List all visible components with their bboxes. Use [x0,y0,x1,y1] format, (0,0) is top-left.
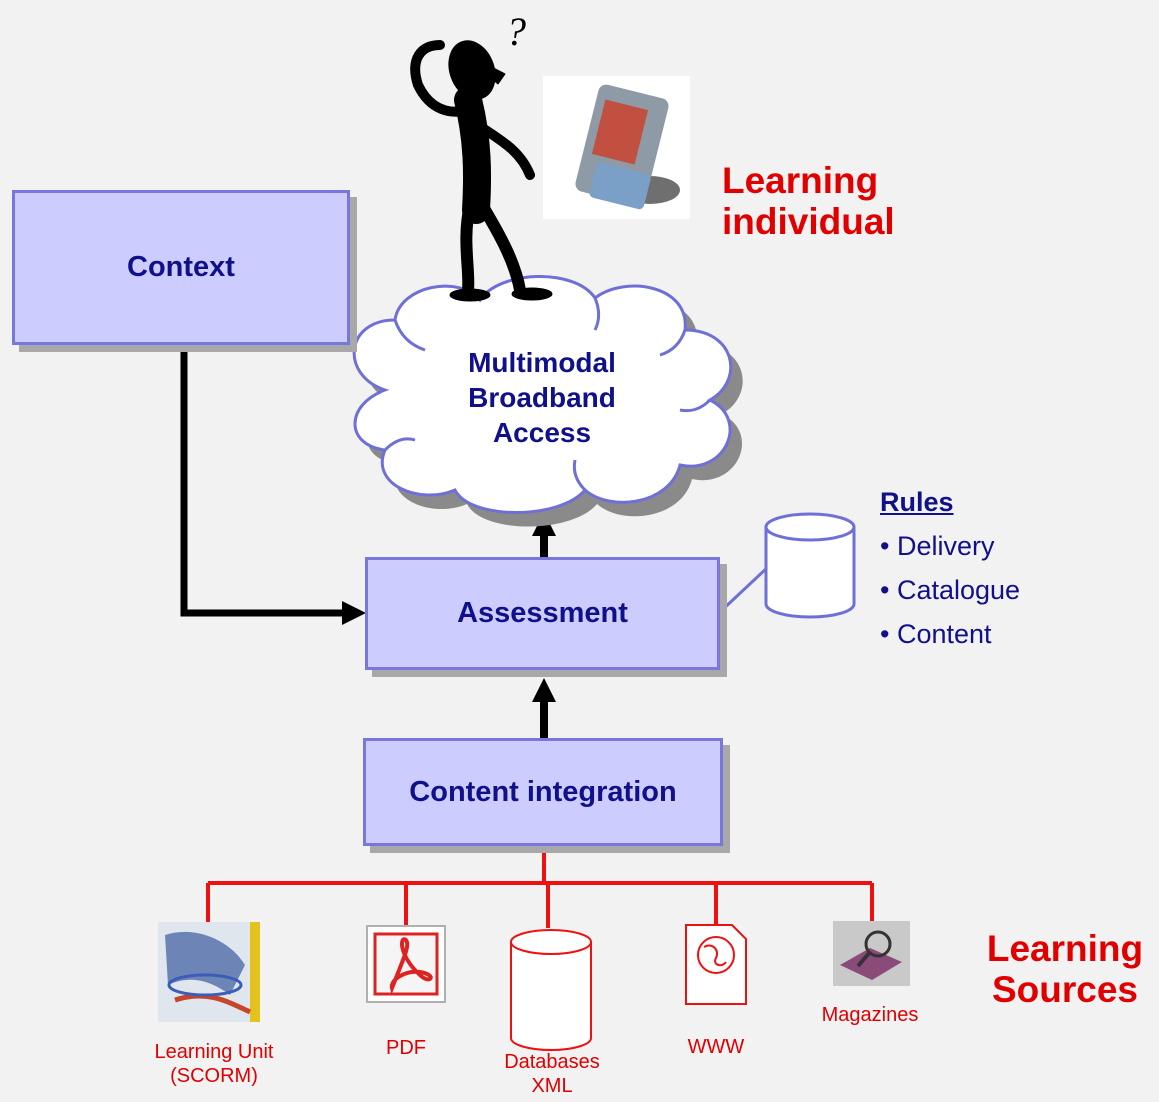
learning-unit-line-1: Learning Unit [154,1041,274,1063]
source-label-www: WWW [687,1036,745,1058]
svg-text:?: ? [506,9,526,54]
learning-sources-line-2: Sources [991,969,1138,1010]
databases-line-1: Databases [504,1051,600,1073]
learning-individual-line-1: Learning [722,160,879,201]
sources-tree [206,846,874,928]
content-integration-label: Content integration [409,775,677,808]
assessment-label: Assessment [457,597,628,629]
content-integration-box: Content integration [363,738,723,846]
cloud-line-2: Broadband [468,382,616,413]
learning-sources-title: Learning Sources [975,928,1155,1010]
assessment-bottom-arrowhead [532,678,556,702]
context-label: Context [127,251,235,283]
cloud-line-3: Access [492,417,592,448]
pdf-icon [366,925,446,1003]
database-cylinder-icon [718,512,856,619]
rules-list: Rules • Delivery • Catalogue • Content [880,480,1020,656]
source-label-pdf: PDF [386,1037,426,1059]
source-label-learning-unit: Learning Unit (SCORM) [134,1040,294,1088]
rules-item-catalogue: • Catalogue [880,575,1021,605]
magazine-icon [833,921,910,986]
thinking-person-icon: ? [410,9,553,302]
context-to-assessment-connector [180,345,345,617]
scorm-unit-icon [158,922,260,1022]
mobile-phone-icon [543,76,690,219]
context-box: Context [12,190,350,345]
learning-sources-line-1: Learning [986,928,1144,969]
www-document-icon [685,924,747,1005]
cloud-line-1: Multimodal [468,347,616,378]
learning-individual-title: Learning individual [722,160,895,242]
cloud-label: Multimodal Broadband Access [432,345,652,450]
source-label-databases: Databases XML [500,1050,604,1098]
rules-heading: Rules [880,487,954,517]
cloud-shape [352,275,733,514]
source-label-magazines: Magazines [821,1004,919,1026]
assessment-arrowhead [342,601,366,625]
learning-individual-line-2: individual [722,201,895,242]
rules-item-delivery: • Delivery [880,531,995,561]
databases-line-2: XML [531,1075,573,1097]
database-xml-icon [510,929,592,1051]
assessment-box: Assessment [365,557,720,670]
rules-item-content: • Content [880,619,992,649]
learning-unit-line-2: (SCORM) [170,1065,258,1087]
